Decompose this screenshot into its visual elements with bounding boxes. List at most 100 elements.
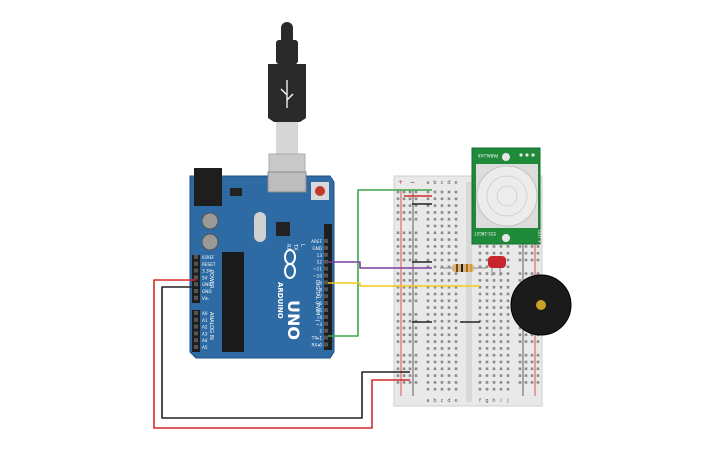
rail-hole [408, 231, 412, 235]
breadboard-hole [440, 381, 444, 384]
rail-hole [402, 333, 406, 337]
column-letter: g [485, 398, 488, 404]
rail-hole [396, 251, 400, 255]
rail-hole [396, 245, 400, 248]
breadboard-hole [440, 374, 444, 377]
breadboard-hole [440, 231, 444, 235]
breadboard-hole [478, 326, 482, 330]
rail-hole [408, 217, 412, 221]
breadboard-hole [447, 251, 451, 255]
breadboard-hole [478, 279, 482, 282]
pin-label: 13 [317, 253, 323, 258]
rail-hole [518, 367, 522, 371]
reset-button [315, 186, 325, 196]
rail-hole [402, 285, 406, 289]
breadboard-hole [433, 197, 437, 201]
breadboard-hole [492, 387, 496, 391]
breadboard-hole [440, 292, 444, 296]
breadboard-hole [478, 265, 482, 269]
rail-hole [530, 353, 534, 357]
breadboard-hole [447, 367, 451, 371]
breadboard-hole [433, 353, 437, 357]
rail-hole [524, 333, 528, 337]
breadboard-hole [478, 251, 482, 255]
rail-hole [530, 381, 534, 384]
rail-hole [414, 231, 418, 235]
column-letter: d [447, 180, 450, 186]
breadboard-hole [485, 292, 489, 296]
breadboard-hole [499, 319, 503, 323]
breadboard-hole [478, 272, 482, 275]
breadboard-hole [433, 224, 437, 228]
rail-minus-label: − [410, 179, 415, 186]
rail-hole [408, 381, 412, 384]
breadboard-hole [485, 333, 489, 337]
breadboard-hole [499, 374, 503, 377]
breadboard-hole [433, 231, 437, 235]
breadboard-hole [447, 319, 451, 323]
breadboard-hole [454, 347, 458, 350]
breadboard-hole [426, 204, 430, 207]
rail-hole [414, 190, 418, 194]
breadboard-hole [454, 217, 458, 221]
breadboard-hole [492, 279, 496, 282]
breadboard-hole [440, 265, 444, 269]
breadboard-hole [447, 197, 451, 201]
rail-hole [408, 353, 412, 357]
breadboard-hole [426, 197, 430, 201]
breadboard-hole [440, 279, 444, 282]
breadboard-hole [485, 306, 489, 309]
breadboard-hole [499, 306, 503, 309]
rail-hole [396, 258, 400, 262]
breadboard-hole [478, 245, 482, 248]
breadboard-hole [440, 190, 444, 194]
breadboard-hole [492, 381, 496, 384]
breadboard-hole [454, 340, 458, 343]
breadboard-hole [447, 265, 451, 269]
arduino-brand: ARDUINO [276, 282, 284, 319]
breadboard-hole [492, 285, 496, 289]
breadboard-hole [478, 374, 482, 377]
pin-hole [324, 259, 328, 264]
usb-cable [268, 22, 306, 191]
breadboard-hole [440, 197, 444, 201]
breadboard-hole [506, 374, 510, 377]
rail-hole [408, 272, 412, 275]
breadboard-hole [478, 313, 482, 316]
rail-hole [402, 319, 406, 323]
rail-hole [396, 340, 400, 343]
pir-dome [476, 165, 538, 227]
pin-hole [324, 287, 328, 292]
breadboard-hole [426, 231, 430, 235]
rail-hole [530, 360, 534, 364]
breadboard-hole [492, 347, 496, 350]
rail-hole [414, 340, 418, 343]
pin-label: GND [312, 246, 322, 251]
breadboard-hole [478, 353, 482, 357]
pin-hole [324, 314, 328, 319]
breadboard-hole [492, 251, 496, 255]
rail-hole [524, 374, 528, 377]
rail-hole [414, 333, 418, 337]
breadboard-hole [426, 224, 430, 228]
pin-hole [194, 331, 198, 336]
breadboard-hole [499, 347, 503, 350]
rail-hole [402, 279, 406, 282]
column-letter: b [433, 398, 436, 404]
rail-hole [396, 190, 400, 194]
breadboard-hole [492, 272, 496, 275]
rail-hole [530, 374, 534, 377]
breadboard-hole [426, 190, 430, 194]
rail-hole [396, 381, 400, 384]
breadboard-hole [478, 347, 482, 350]
rail-hole [414, 285, 418, 289]
breadboard-hole [440, 387, 444, 391]
breadboard-hole [426, 340, 430, 343]
rail-hole [518, 360, 522, 364]
breadboard-hole [440, 238, 444, 241]
breadboard-hole [499, 353, 503, 357]
pin-hole [324, 342, 328, 347]
breadboard-hole [447, 224, 451, 228]
breadboard-hole [447, 340, 451, 343]
